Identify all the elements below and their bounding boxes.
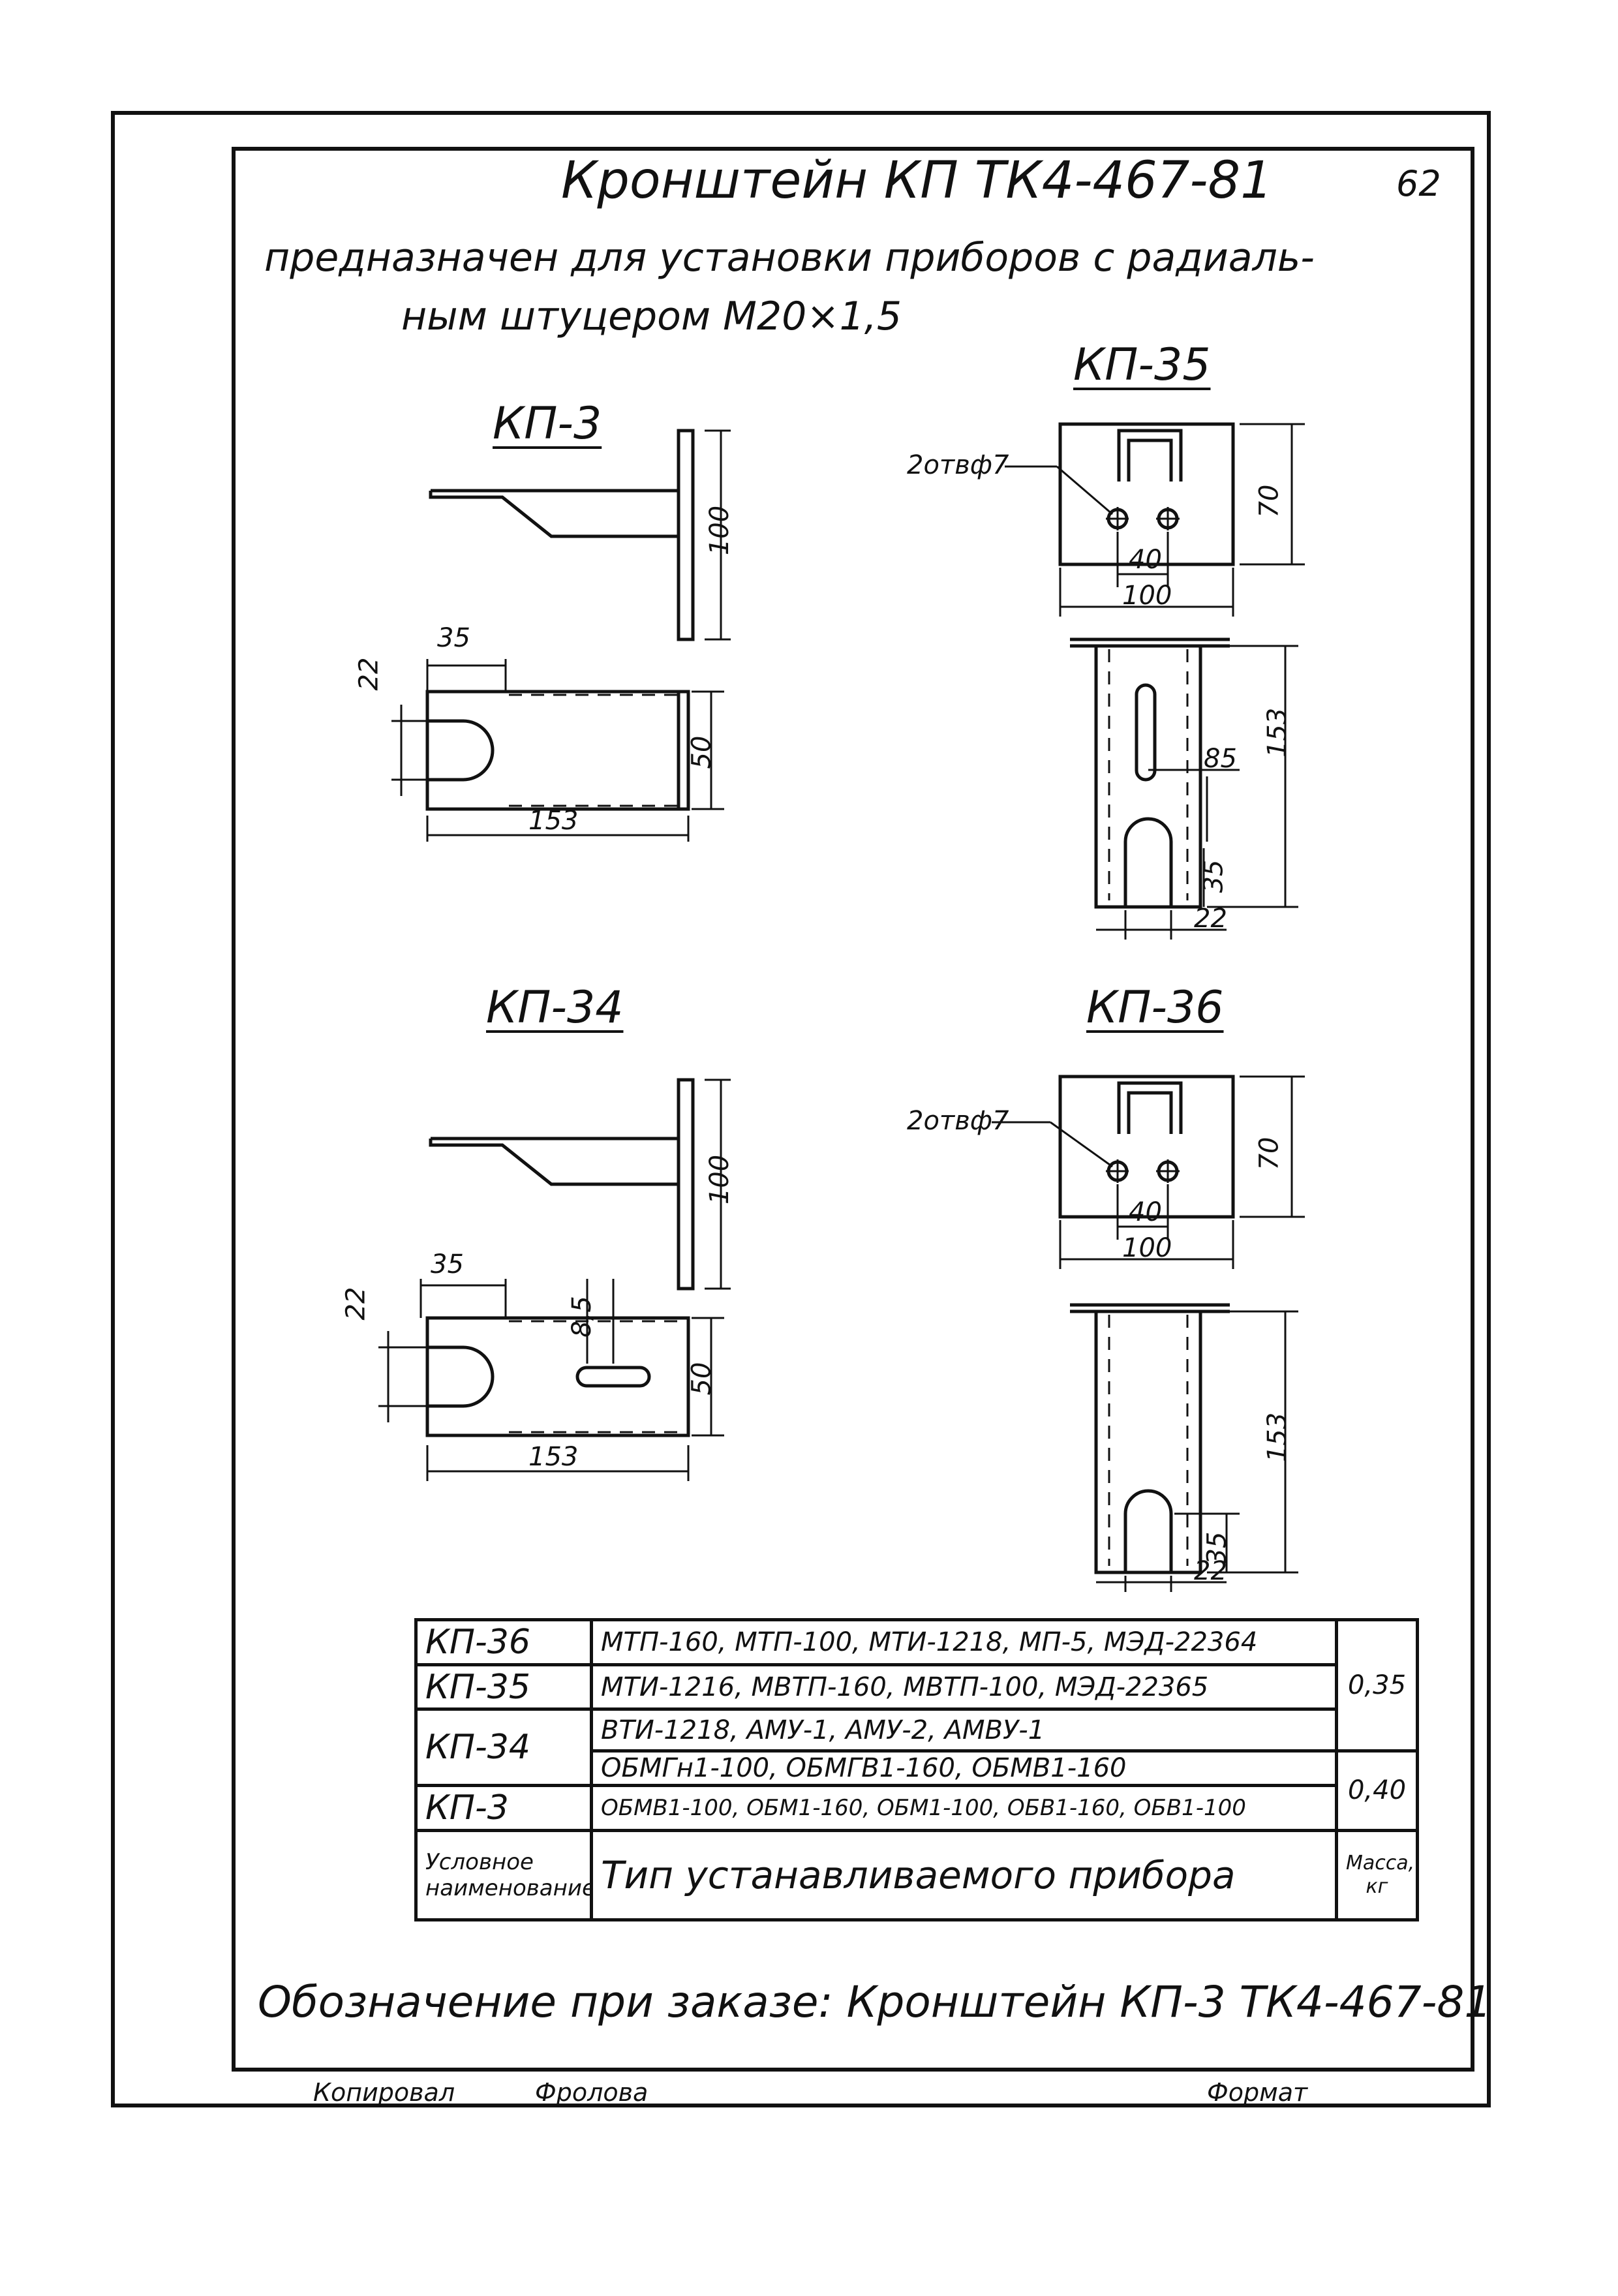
kp3-dim-width: 50 (686, 735, 717, 769)
header-name-cell: Условное наименование (414, 1828, 593, 1921)
kp34-top-view (425, 1316, 690, 1437)
kp34-dim-height: 100 (705, 1154, 735, 1205)
kp35-front-view (1058, 422, 1235, 566)
header-mass-cell: Масса, кг (1335, 1828, 1419, 1921)
table-row: КП-3 ОБМВ1-100, ОБМ1-160, ОБМ1-100, ОБВ1… (414, 1783, 1418, 1832)
row-devices: ВТИ-1218, АМУ-1, АМУ-2, АМВУ-1 (590, 1707, 1338, 1753)
inner-frame (232, 147, 1474, 2072)
table-row: ОБМГн1-100, ОБМГВ1-160, ОБМВ1-160 0,40 (416, 1749, 1419, 1832)
kp3-dim-slot-width: 22 (354, 657, 384, 691)
kp35-dim-slot-width: 22 (1194, 904, 1227, 934)
kp34-dim-slot-width: 22 (341, 1287, 371, 1321)
kp3-dim-slot-offset: 35 (437, 623, 470, 653)
drawing-label-kp36: КП-36 (1086, 982, 1224, 1033)
mass-cell-a: 0,35 (1335, 1618, 1419, 1753)
kp35-dim-length: 153 (1262, 707, 1293, 758)
row-name: КП-34 (414, 1707, 593, 1787)
table-header-row: Условное наименование Тип устанавливаемо… (414, 1828, 1419, 1921)
kp34-side-view (429, 1078, 695, 1291)
kp35-holes-note: 2отвф7 (907, 450, 1009, 480)
table-row: КП-35 МТИ-1216, МВТП-160, МВТП-100, МЭД-… (414, 1662, 1418, 1711)
order-note: Обозначение при заказе: Кронштейн КП-3 Т… (258, 1977, 1492, 2027)
row-devices: ОБМГн1-100, ОБМГВ1-160, ОБМВ1-160 (590, 1749, 1338, 1787)
drawing-label-kp35: КП-35 (1073, 339, 1211, 391)
kp36-front-view (1058, 1075, 1235, 1219)
kp34-dim-length: 153 (528, 1442, 579, 1472)
table-row: КП-34 ВТИ-1218, АМУ-1, АМУ-2, АМВУ-1 (414, 1707, 1418, 1787)
header-name-line2: наименование (425, 1875, 592, 1901)
kp36-dim-width: 100 (1122, 1233, 1172, 1263)
row-devices: МТП-160, МТП-100, МТИ-1218, МП-5, МЭД-22… (590, 1618, 1338, 1666)
page-number: 62 (1396, 163, 1441, 204)
row-name: КП-3 (414, 1783, 593, 1832)
kp34-dim-slot-small: 8,5 (566, 1296, 597, 1338)
header-mass-line1: Масса, (1346, 1851, 1415, 1875)
footer-copied-by: Фролова (535, 2078, 649, 2107)
drawing-label-kp3: КП-3 (493, 398, 602, 450)
spec-table: КП-36 МТП-160, МТП-100, МТИ-1218, МП-5, … (414, 1618, 1419, 1921)
footer-format-label: Формат (1207, 2078, 1308, 2107)
kp36-dim-height: 70 (1254, 1137, 1285, 1171)
row-devices: МТИ-1216, МВТП-160, МВТП-100, МЭД-22365 (590, 1662, 1338, 1711)
kp3-top-view (425, 690, 690, 811)
kp36-dim-slot-width: 22 (1194, 1556, 1227, 1586)
kp35-side-view (1070, 637, 1230, 909)
kp36-dim-length: 153 (1262, 1412, 1293, 1463)
subtitle-line-2: ным штуцером М20×1,5 (401, 294, 902, 339)
row-name: КП-36 (414, 1618, 593, 1666)
footer-copied-label: Копировал (313, 2078, 455, 2107)
kp35-dim-slot-offset: 35 (1198, 859, 1229, 893)
kp35-dim-slot-len: 85 (1204, 744, 1237, 774)
header-mass-line2: кг (1366, 1875, 1388, 1898)
kp34-dim-width: 50 (686, 1362, 717, 1396)
kp36-dim-hole-spacing: 40 (1129, 1197, 1162, 1227)
outer-frame (111, 111, 1491, 2107)
row-devices: ОБМВ1-100, ОБМ1-160, ОБМ1-100, ОБВ1-160,… (590, 1783, 1338, 1832)
drawing-label-kp34: КП-34 (486, 982, 624, 1033)
row-name: КП-35 (414, 1662, 593, 1711)
kp35-dim-height: 70 (1254, 484, 1285, 518)
kp3-dim-height: 100 (705, 505, 735, 556)
document-title: Кронштейн КП ТК4-467-81 (561, 151, 1273, 210)
kp34-dim-slot-offset: 35 (431, 1249, 464, 1279)
kp3-side-view (429, 429, 695, 641)
mass-cell-b: 0,40 (1335, 1749, 1419, 1832)
header-name-line1: Условное (425, 1848, 534, 1875)
kp36-side-view (1070, 1303, 1230, 1574)
kp3-dim-length: 153 (528, 806, 579, 836)
subtitle-line-1: предназначен для установки приборов с ра… (264, 235, 1315, 281)
kp35-dim-hole-spacing: 40 (1129, 545, 1162, 575)
kp35-dim-width: 100 (1122, 581, 1172, 611)
table-row: КП-36 МТП-160, МТП-100, МТИ-1218, МП-5, … (414, 1618, 1419, 1753)
header-type-cell: Тип устанавливаемого прибора (590, 1828, 1338, 1921)
kp36-holes-note: 2отвф7 (907, 1106, 1009, 1136)
